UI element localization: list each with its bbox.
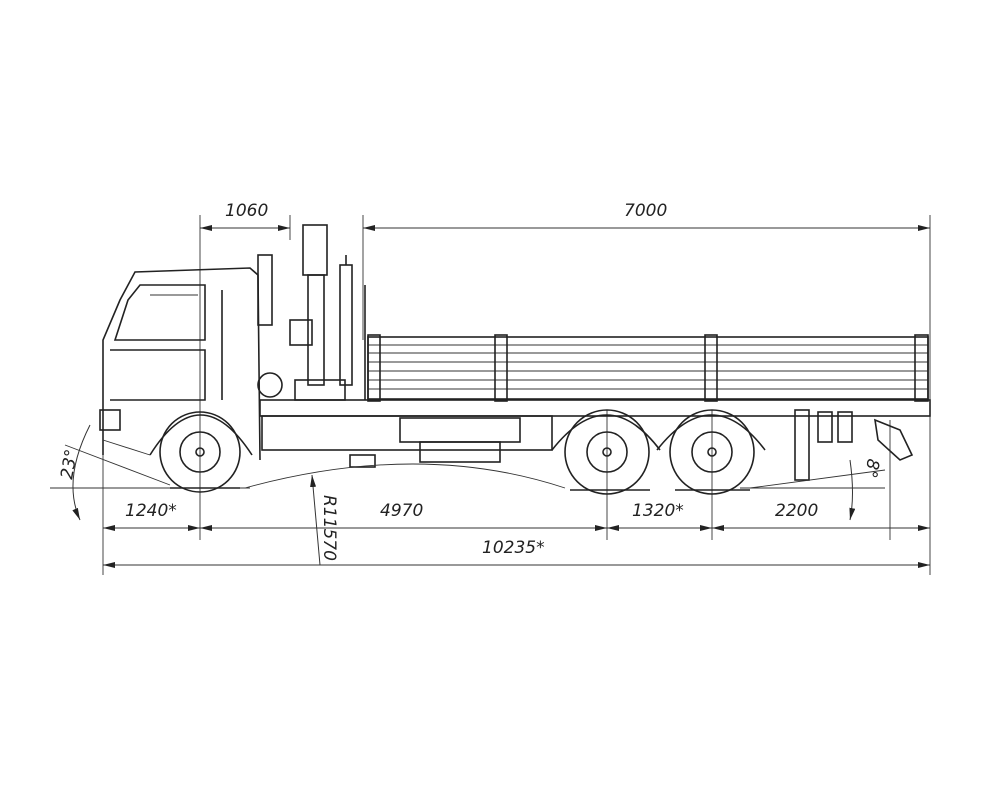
label-front-overhang: 1240* [125, 501, 177, 521]
truck [99, 224, 931, 495]
approach-angle: 23° [57, 424, 91, 521]
cargo-platform [367, 334, 929, 402]
ramp-radius: R11570 [310, 474, 339, 566]
label-overall-length: 10235* [482, 538, 545, 558]
label-7000: 7000 [624, 201, 667, 221]
dimension-7000: 7000 [363, 201, 930, 231]
label-bogie-spacing: 1320* [632, 501, 684, 521]
crane [289, 224, 366, 401]
ground-lines [64, 444, 886, 491]
rear-wheel-2 [669, 409, 755, 495]
label-departure-angle: 8° [860, 457, 883, 480]
label-wheelbase: 4970 [380, 501, 423, 521]
dimension-overall: 10235* [103, 538, 930, 568]
cab [99, 254, 283, 461]
label-1060: 1060 [225, 201, 268, 221]
dimension-row-1: 1240* 4970 1320* 2200 [103, 501, 930, 531]
extension-lines [50, 215, 931, 575]
label-rear-overhang: 2200 [775, 501, 818, 521]
rear-wheel-1 [564, 409, 650, 495]
dimension-1060: 1060 [200, 201, 290, 231]
chassis [149, 399, 931, 481]
label-approach-angle: 23° [57, 448, 82, 481]
front-wheel [159, 411, 241, 493]
departure-angle: 8° [849, 457, 883, 521]
